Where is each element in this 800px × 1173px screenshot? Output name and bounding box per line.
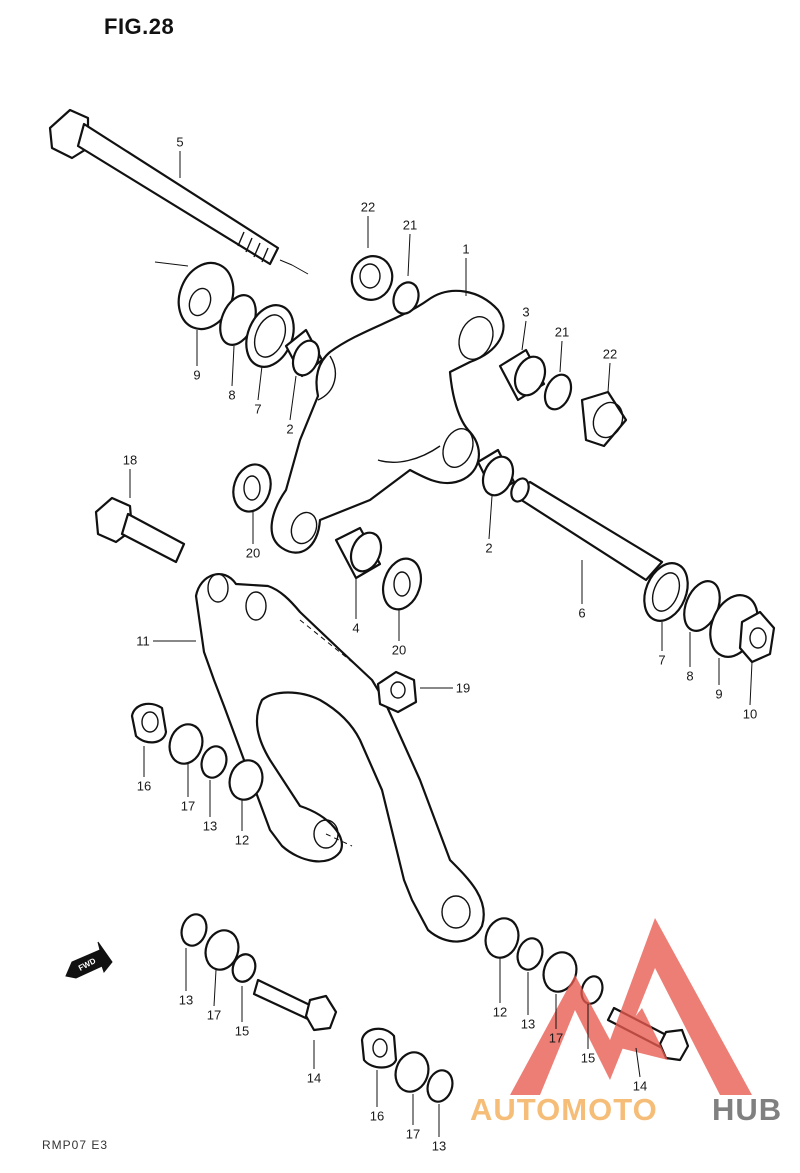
leader-lines [129, 151, 753, 1137]
leader-c8a [231, 345, 235, 387]
part-10-nut [738, 610, 776, 664]
leader-c7a [257, 365, 263, 401]
part-16-lower-cap [360, 1027, 398, 1069]
leader-c14b [635, 1047, 641, 1078]
assembly-line-upper [299, 619, 363, 671]
part-5-pivot-bolt [48, 108, 280, 266]
part-2-right-bearing [476, 448, 516, 497]
callout-c9b: 9 [715, 686, 723, 702]
part-12-lower-right-bearing [484, 917, 520, 959]
part-12-upper-bearing [228, 759, 264, 801]
callout-c22a: 22 [360, 199, 376, 215]
part-22-upper-collar [350, 255, 394, 301]
callout-c4: 4 [352, 620, 360, 636]
callout-c21b: 21 [554, 324, 570, 340]
part-22-right-collar [580, 390, 628, 448]
callout-c20b: 20 [391, 642, 407, 658]
part-19-nut [376, 670, 418, 714]
leader-c2b [488, 495, 493, 540]
part-21-right-circlip [543, 373, 573, 411]
callout-c17a: 17 [180, 798, 196, 814]
part-6-spacer-shaft [510, 477, 664, 582]
forward-arrow-icon [65, 941, 113, 979]
part-18-lever-bolt [94, 496, 186, 564]
callout-c19: 19 [455, 680, 471, 696]
part-17-lower-bushing [394, 1051, 430, 1093]
part-13-lower-right-ring [516, 937, 544, 971]
part-20-upper-washer [232, 463, 272, 513]
part-4-spacer [334, 526, 383, 580]
figure-code: RMP07 E3 [42, 1138, 109, 1152]
callout-c13c: 13 [520, 1016, 536, 1032]
callout-c7a: 7 [254, 401, 262, 417]
leader-c22b [607, 362, 611, 393]
assembly-line-lower [325, 833, 353, 847]
callout-c13a: 13 [202, 818, 218, 834]
watermark-text-secondary: HUB [712, 1092, 783, 1127]
leader-c21b [559, 340, 563, 373]
part-20-lower-washer [381, 557, 423, 611]
callout-c13b: 13 [178, 992, 194, 1008]
callout-c17b: 17 [206, 1007, 222, 1023]
part-3-bushing [498, 348, 547, 402]
callout-c15b: 15 [580, 1050, 596, 1066]
leader-c3 [521, 320, 527, 351]
triangle-logo-icon [510, 918, 752, 1095]
arrow-marks [154, 259, 309, 275]
callout-c9a: 9 [193, 367, 201, 383]
part-17-lower-left-bushing [204, 929, 240, 971]
callout-c15a: 15 [234, 1023, 250, 1039]
callout-c1: 1 [462, 241, 470, 257]
callout-c21a: 21 [402, 217, 418, 233]
part-7-right-seal [643, 562, 689, 622]
part-1-cushion-lever [270, 289, 505, 554]
part-15-lower-left-collar [231, 953, 257, 983]
part-21-upper-circlip [392, 281, 420, 315]
figure-title: FIG.28 [104, 14, 175, 39]
callout-c11: 11 [136, 633, 150, 649]
callout-c3: 3 [522, 304, 530, 320]
part-13-lower-ring [426, 1069, 454, 1103]
part-17-upper-bushing [168, 723, 204, 765]
part-14-lower-left-bolt [252, 978, 338, 1032]
callout-c7b: 7 [658, 652, 666, 668]
callout-c18: 18 [122, 452, 138, 468]
callout-c17c: 17 [548, 1030, 564, 1046]
leader-c21a [407, 233, 411, 277]
part-13-lower-left-ring [180, 913, 208, 947]
callout-c2a: 2 [286, 421, 294, 437]
callout-c20a: 20 [245, 545, 261, 561]
watermark-text-primary: AUTOMOTO [470, 1092, 658, 1127]
callout-c8a: 8 [228, 387, 236, 403]
callout-c22b: 22 [602, 346, 618, 362]
callout-c6: 6 [578, 605, 586, 621]
part-7-left-seal [245, 304, 295, 368]
leader-c10 [749, 661, 753, 706]
part-13-upper-ring [200, 745, 228, 779]
callout-c10: 10 [742, 706, 758, 722]
part-16-upper-cap [130, 702, 168, 744]
callout-c5: 5 [176, 134, 184, 150]
callout-c14b: 14 [632, 1078, 648, 1094]
callout-c8b: 8 [686, 668, 694, 684]
callout-c17d: 17 [405, 1126, 421, 1142]
callout-c14a: 14 [306, 1070, 322, 1086]
callout-c2b: 2 [485, 540, 493, 556]
leader-c17b [213, 969, 217, 1007]
leader-c2a [289, 375, 297, 421]
callout-c16b: 16 [369, 1108, 385, 1124]
callout-c12b: 12 [492, 1004, 508, 1020]
callout-c12a: 12 [234, 832, 250, 848]
callout-c16a: 16 [136, 778, 152, 794]
part-11-cushion-rod [194, 573, 485, 943]
callout-c13d: 13 [431, 1138, 447, 1154]
